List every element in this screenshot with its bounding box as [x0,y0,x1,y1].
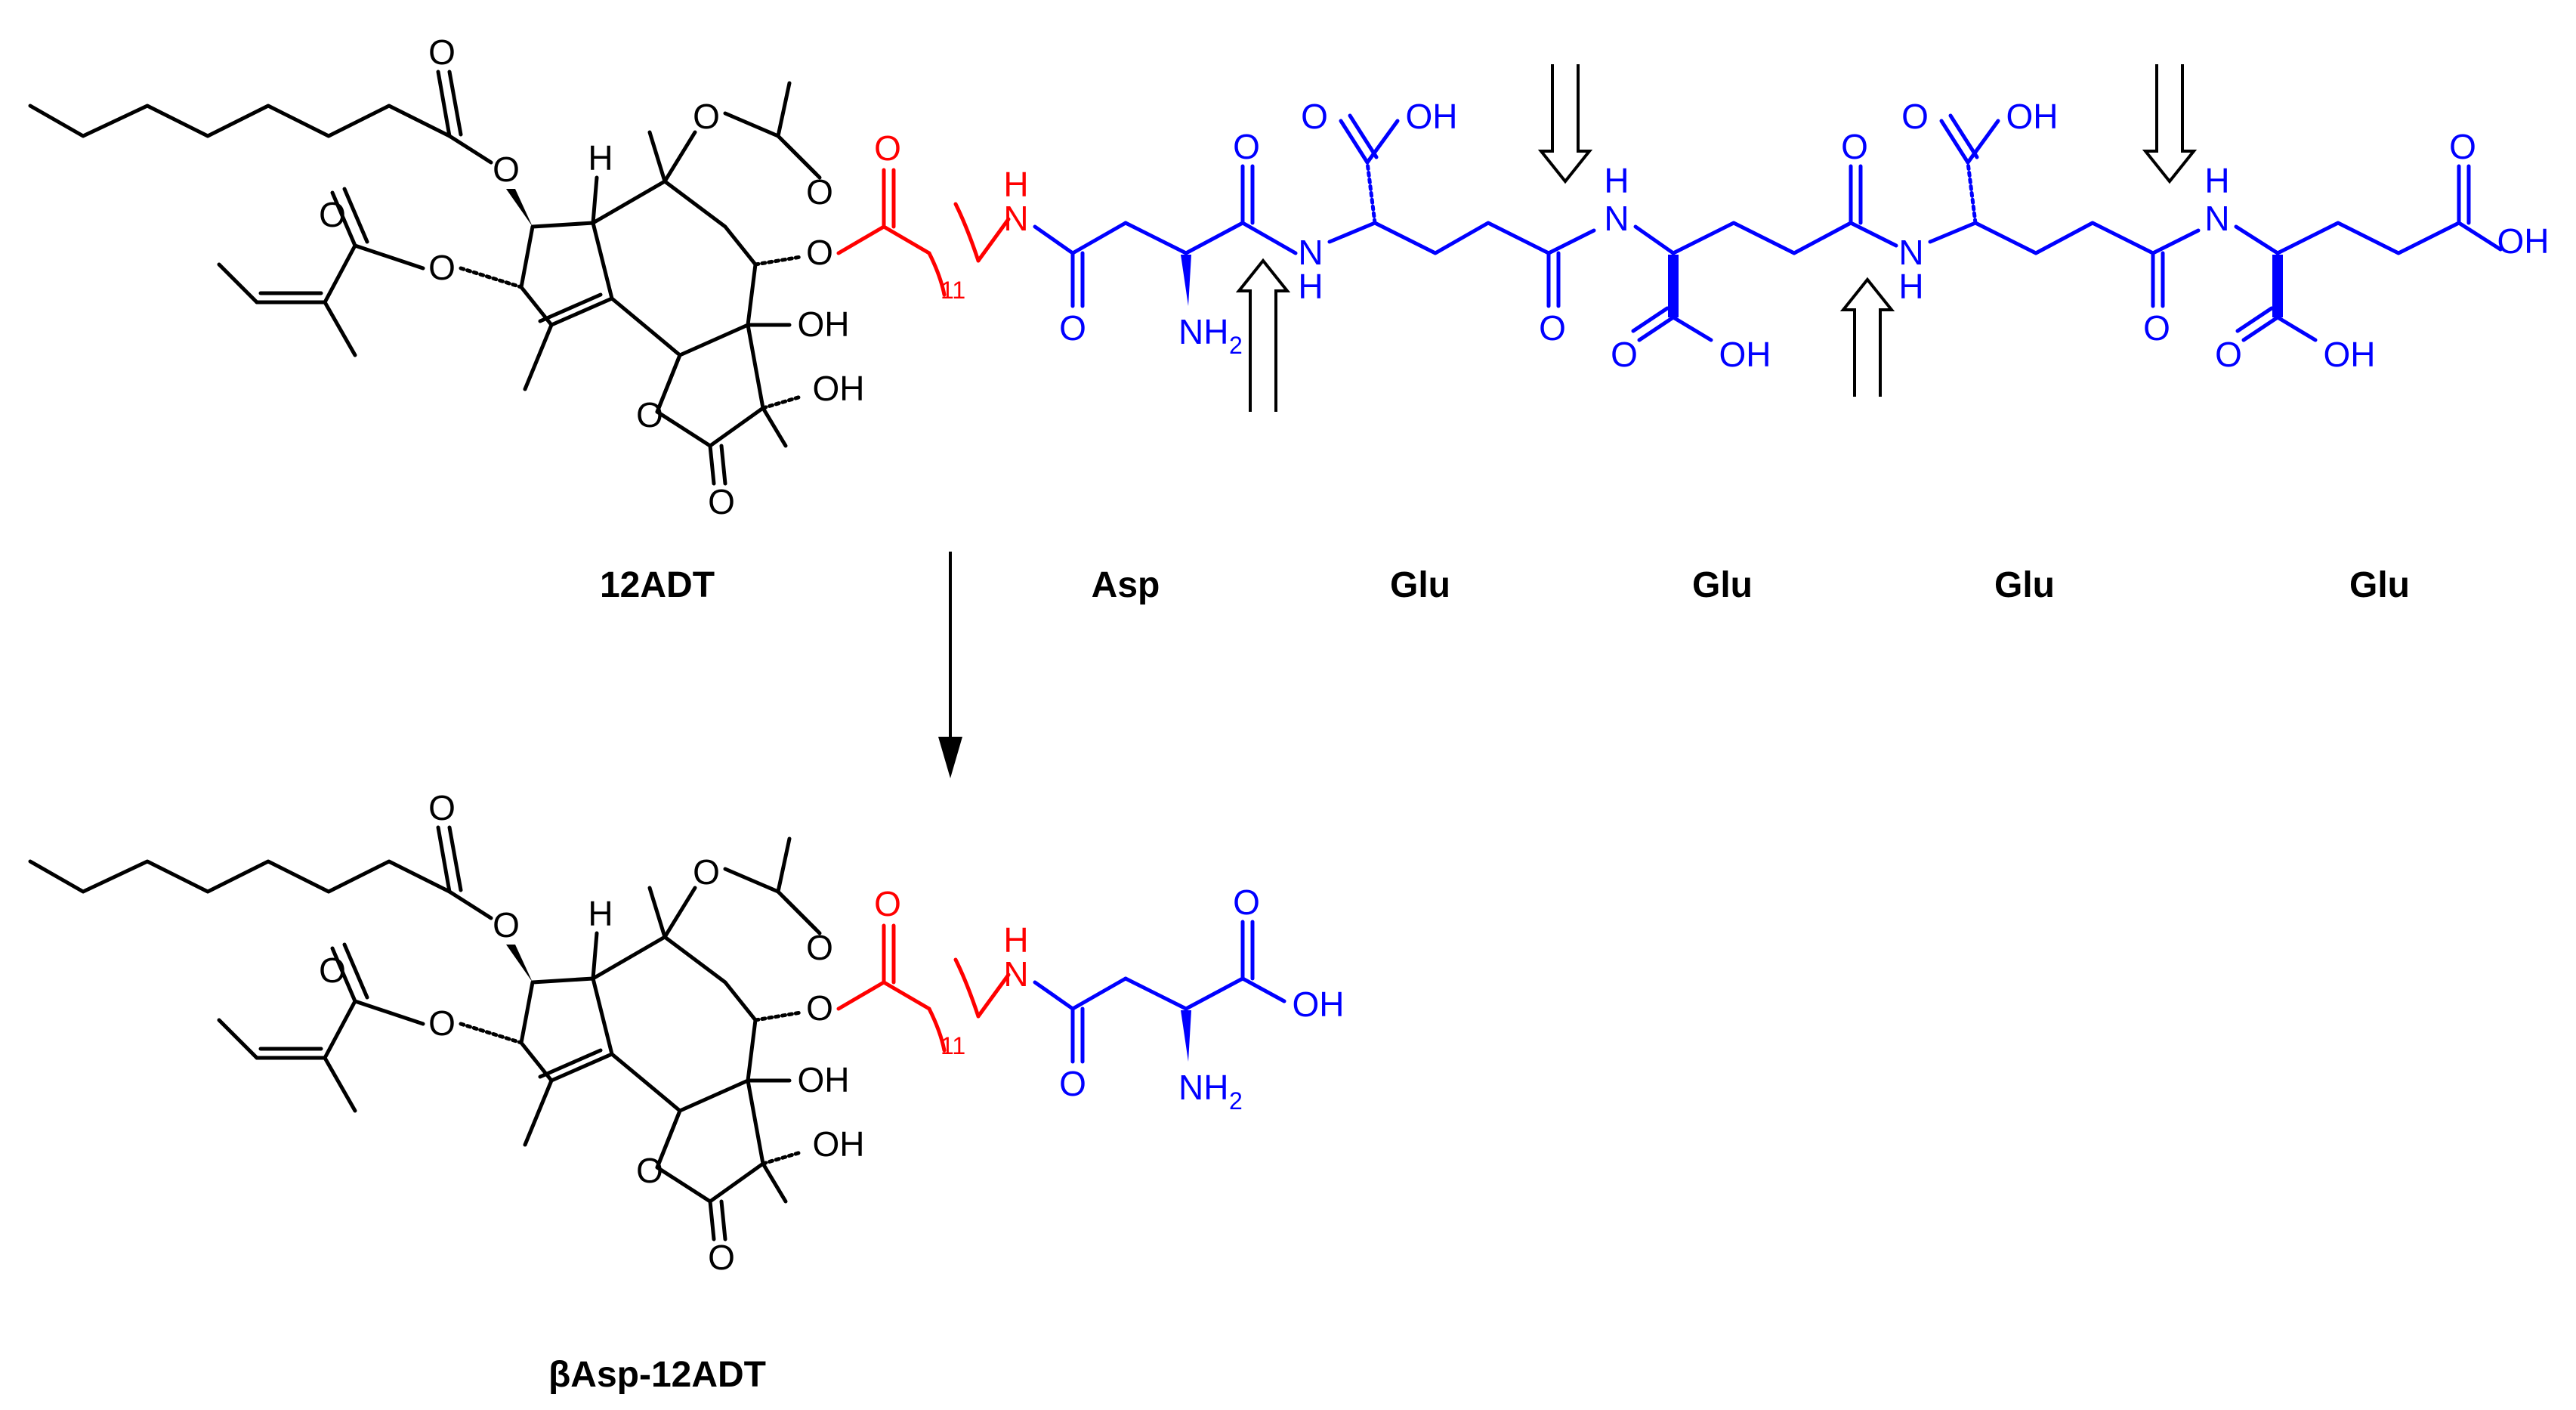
svg-text:O: O [2143,308,2170,348]
svg-text:O: O [1611,335,1638,374]
svg-text:O: O [1901,97,1929,136]
svg-text:N: N [2204,199,2229,238]
residue-label-glu-1: Glu [1390,565,1450,605]
svg-text:O: O [1841,127,1868,166]
asp-free-acid: O OH [1184,883,1345,1024]
svg-text:OH: OH [1406,97,1458,136]
core-skeleton-bottom [30,788,865,1277]
cleavage-arrow-icon [1839,277,1895,397]
svg-text:OH: OH [2324,335,2376,374]
svg-text:N: N [1604,199,1629,238]
glu-residue-1: O N H O OH O [1184,97,1596,348]
linker-bottom [839,884,1029,1059]
glu-residue-4: H N O OH O OH [2204,127,2549,374]
prodrug-structure: O N H O OH O H N O OH [30,32,2550,521]
svg-text:OH: OH [1719,335,1771,374]
cleavage-arrow-icon [2142,64,2198,184]
svg-text:O: O [2449,127,2476,166]
svg-text:OH: OH [2497,221,2550,261]
svg-text:H: H [1604,161,1629,200]
asp-residue-top [1035,223,1243,359]
reaction-arrow-icon [938,552,962,778]
svg-text:OH: OH [2006,97,2059,136]
glu-residue-2: H N O OH O [1604,127,1898,374]
svg-text:O: O [1301,97,1328,136]
cleavage-arrows [1235,64,2198,412]
svg-text:O: O [2215,335,2242,374]
residue-label-glu-2: Glu [1692,565,1753,605]
linker-top [839,128,1029,304]
cleavage-arrow-icon [1235,258,1291,412]
svg-text:H: H [2204,161,2229,200]
svg-text:O: O [1233,883,1260,922]
top-compound-label: 12ADT [600,565,715,605]
svg-text:O: O [1233,127,1260,166]
svg-text:O: O [1539,308,1566,348]
glu-residue-3: N H O OH O [1898,97,2201,348]
asp-residue-bottom [1035,979,1243,1115]
residue-label-glu-3: Glu [1994,565,2055,605]
cleavage-arrow-icon [1537,64,1593,184]
svg-text:H: H [1298,267,1323,306]
bottom-compound-label: βAsp-12ADT [548,1355,766,1395]
svg-text:N: N [1898,233,1923,272]
residue-label-glu-4: Glu [2349,565,2410,605]
product-structure: O OH [30,788,1345,1277]
svg-text:H: H [1898,267,1923,306]
residue-label-asp: Asp [1092,565,1160,605]
core-skeleton-top [30,32,865,521]
svg-text:OH: OH [1293,985,1345,1024]
svg-text:N: N [1298,233,1323,272]
